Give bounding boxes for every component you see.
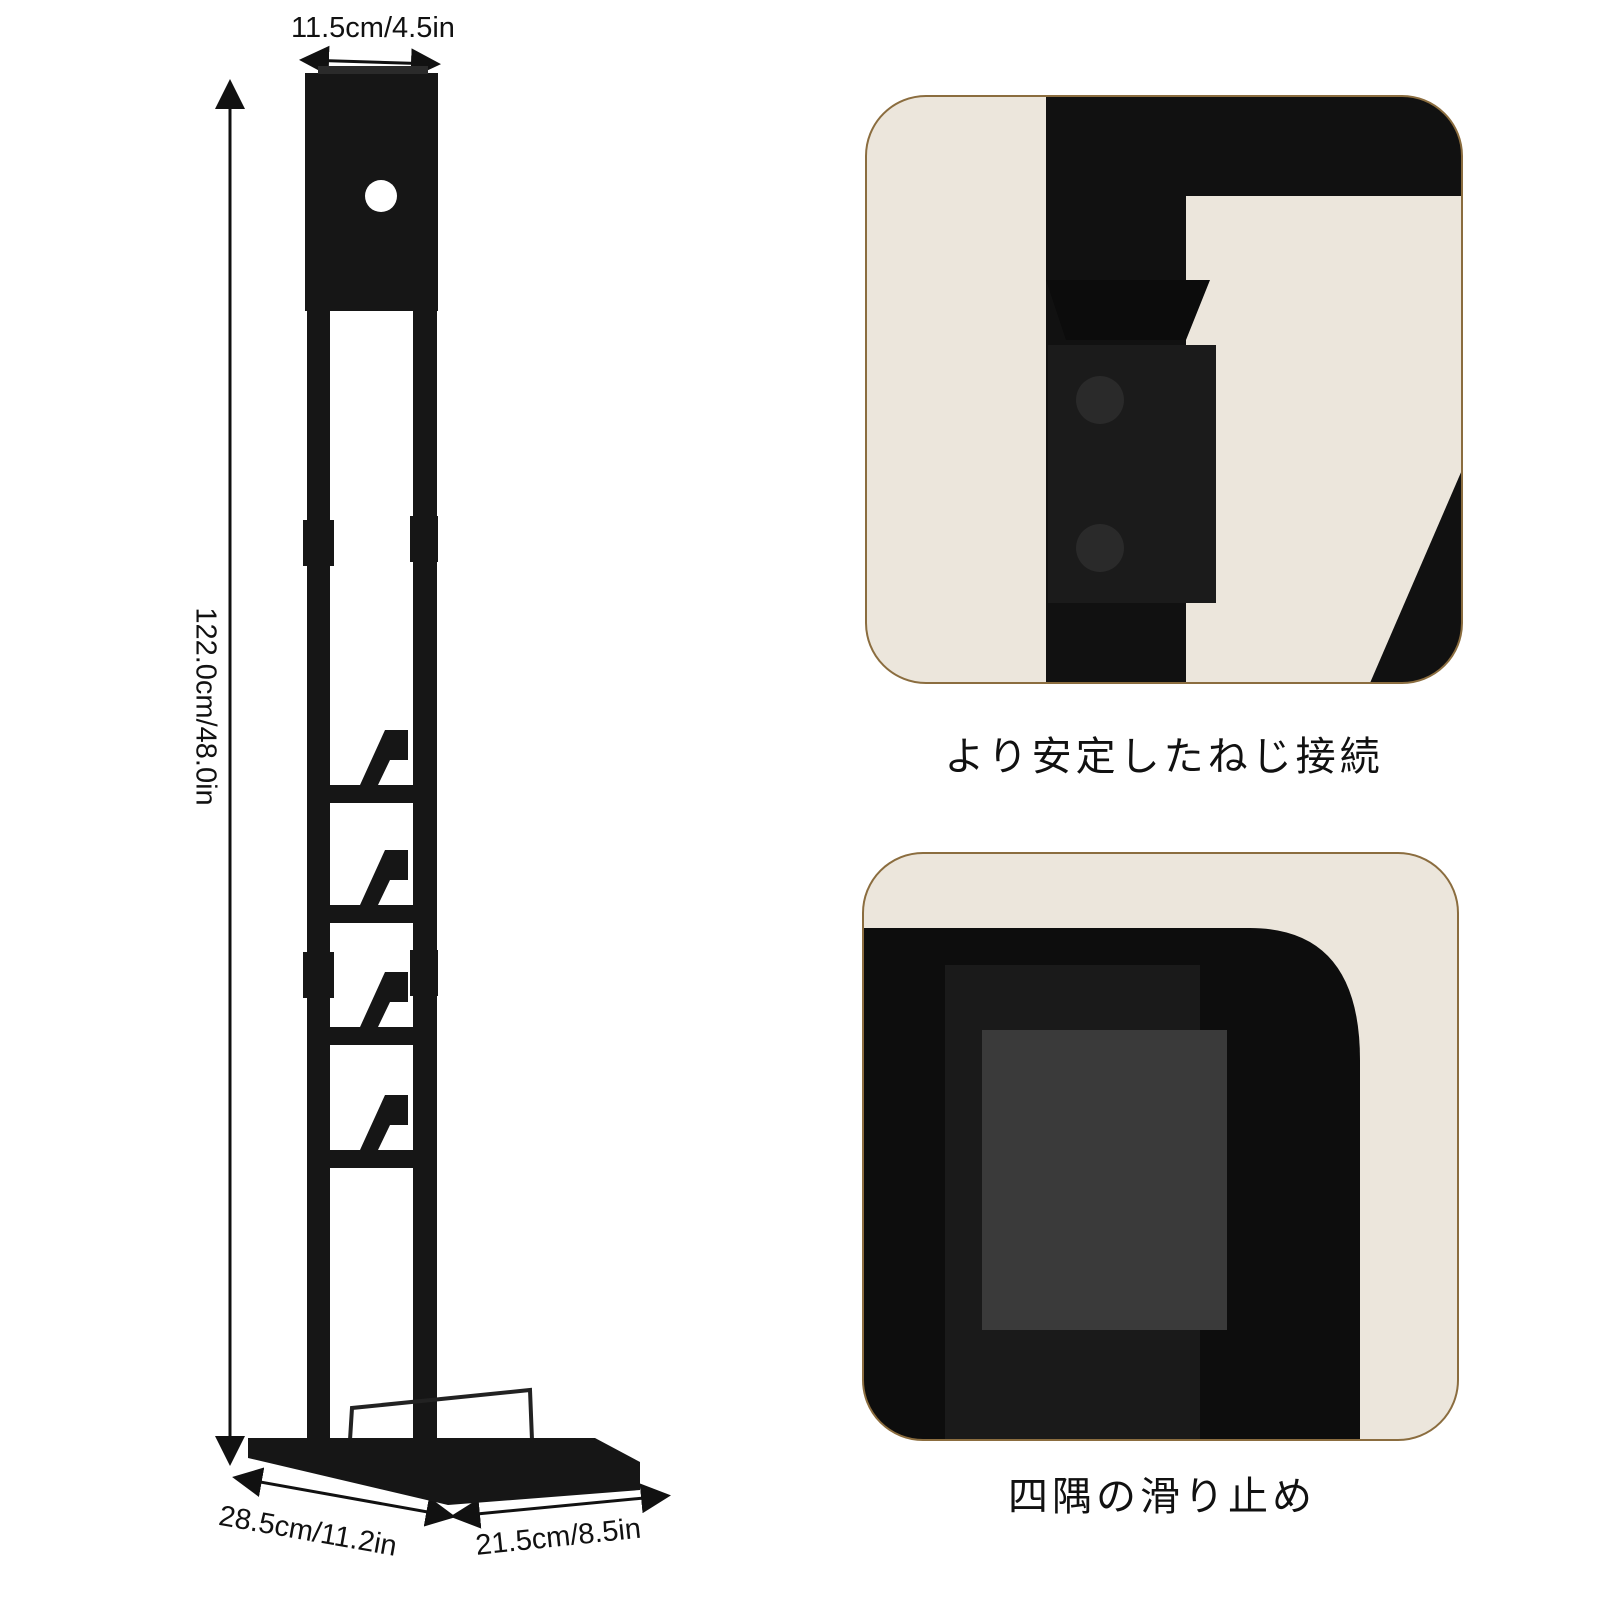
dimension-arrows (215, 45, 671, 1529)
detail-panel-screws (865, 95, 1463, 684)
height-label: 122.0cm/48.0in (189, 607, 222, 806)
hook-bars (330, 730, 434, 1168)
vacuum-stand (248, 66, 640, 1505)
caption-anti-slip: 四隅の滑り止め (1008, 1474, 1316, 1520)
base (248, 1438, 640, 1505)
detail-panel-pads (862, 852, 1459, 1441)
anti-slip-pad (982, 1030, 1227, 1330)
caption-screw-connection: より安定したねじ接続 (944, 734, 1384, 780)
top-width-label: 11.5cm/4.5in (291, 12, 455, 44)
